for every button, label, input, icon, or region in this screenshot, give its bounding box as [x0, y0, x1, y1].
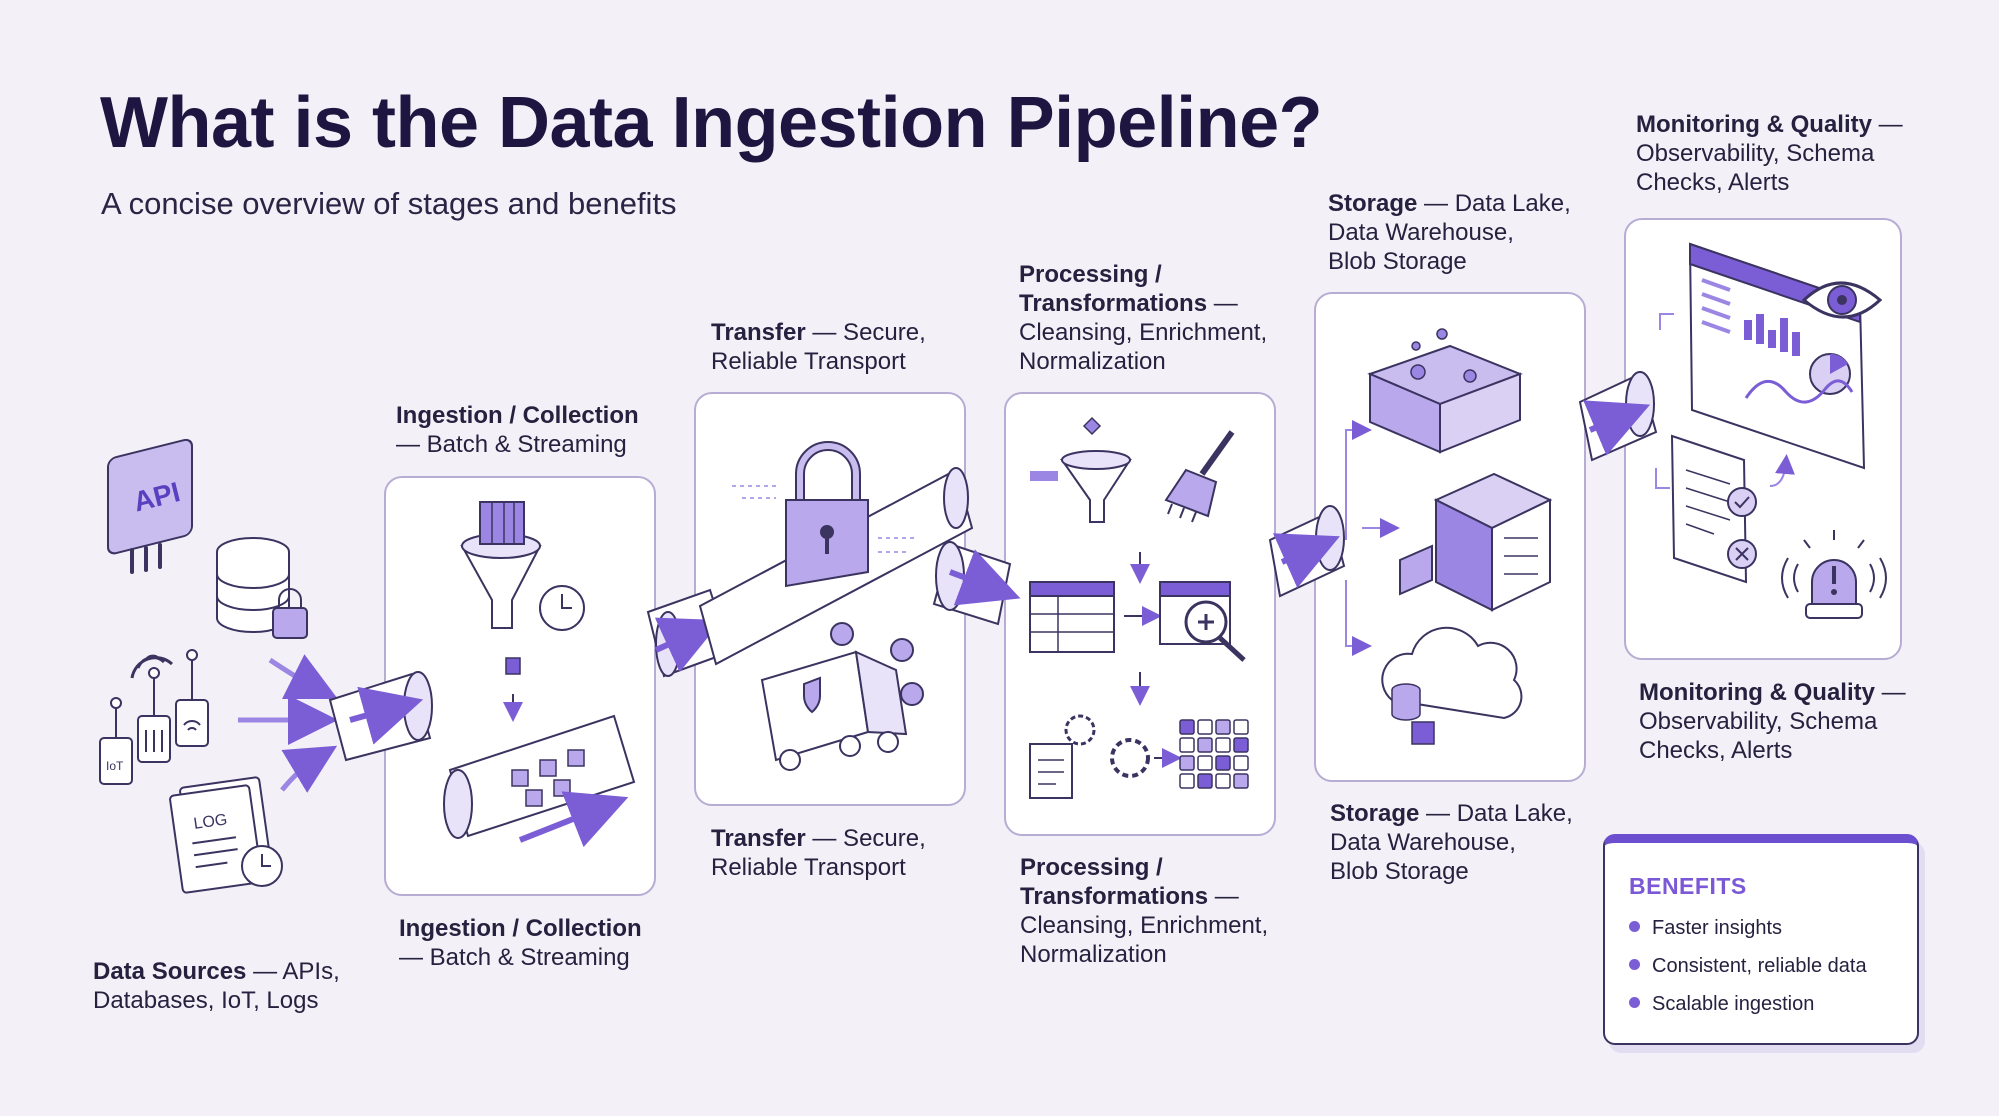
- alert-siren-icon: [1781, 530, 1887, 619]
- svg-text:LOG: LOG: [193, 811, 229, 833]
- sources-name: Data Sources: [93, 958, 247, 985]
- benefit-item: Consistent, reliable data: [1629, 955, 1867, 978]
- transfer-name-top: Transfer: [711, 319, 806, 346]
- funnel-icon: [460, 501, 585, 722]
- monitoring-desc-3-top: Checks, Alerts: [1636, 169, 1790, 196]
- transfer-name-bottom: Transfer: [711, 825, 806, 852]
- transfer-desc-1-bottom: — Secure,: [805, 825, 926, 852]
- benefit-label: Scalable ingestion: [1652, 993, 1815, 1015]
- table-grid-icon: [1029, 581, 1162, 653]
- pipe-storage-to-monitoring: [1578, 371, 1658, 462]
- monitoring-name-top: Monitoring & Quality: [1636, 111, 1872, 138]
- caption-transfer-bottom: Transfer — Secure, Reliable Transport: [711, 824, 926, 882]
- eye-icon: [1801, 281, 1883, 319]
- processing-name-1-top: Processing /: [1019, 261, 1162, 288]
- storage-desc-1-bottom: — Data Lake,: [1419, 800, 1573, 827]
- inlet-pipe: [328, 671, 433, 762]
- storage-desc-2-top: Data Warehouse,: [1328, 219, 1514, 246]
- api-icon: API: [107, 438, 193, 574]
- processing-desc-2-bottom: Cleansing, Enrichment,: [1020, 912, 1269, 939]
- storage-name-top: Storage: [1328, 190, 1418, 217]
- checklist-report-icon: [1655, 313, 1786, 584]
- padlock-icon: [732, 441, 918, 588]
- storage-desc-2-bottom: Data Warehouse,: [1330, 829, 1516, 856]
- storage-desc-3-top: Blob Storage: [1328, 248, 1467, 275]
- processing-desc-3-top: Normalization: [1019, 348, 1166, 375]
- broom-icon: [1164, 430, 1235, 523]
- processing-desc-2-top: Cleansing, Enrichment,: [1019, 319, 1268, 346]
- source-arrows: [238, 654, 338, 793]
- processing-name-1-bottom: Processing /: [1020, 854, 1163, 881]
- data-grid-icon: [1179, 719, 1249, 789]
- benefit-item: Faster insights: [1629, 917, 1782, 940]
- database-lock-icon: [216, 537, 308, 639]
- benefits-title: BENEFITS: [1629, 873, 1747, 899]
- caption-transfer-top: Transfer — Secure, Reliable Transport: [711, 318, 926, 376]
- sources-desc-2: Databases, IoT, Logs: [93, 987, 319, 1014]
- data-lake-icon: [1367, 328, 1523, 454]
- caption-ingestion-bottom: Ingestion / Collection — Batch & Streami…: [399, 914, 642, 972]
- caption-storage-bottom: Storage — Data Lake, Data Warehouse, Blo…: [1330, 799, 1573, 886]
- transfer-desc-1-top: — Secure,: [805, 319, 926, 346]
- processing-name-2-bottom: Transformations: [1020, 883, 1209, 910]
- caption-processing-top: Processing / Transformations — Cleansing…: [1019, 260, 1267, 376]
- processing-desc-1-top: —: [1207, 290, 1238, 317]
- benefit-item: Scalable ingestion: [1629, 993, 1814, 1016]
- pipe-processing-to-storage: [1268, 505, 1346, 598]
- caption-storage-top: Storage — Data Lake, Data Warehouse, Blo…: [1328, 189, 1571, 276]
- sources-desc-1: — APIs,: [246, 958, 340, 985]
- caption-monitoring-bottom: Monitoring & Quality — Observability, Sc…: [1639, 678, 1906, 765]
- dashboard-window-icon: [1688, 242, 1866, 470]
- log-file-icon: LOG: [169, 776, 283, 894]
- transfer-desc-2-top: Reliable Transport: [711, 348, 906, 375]
- ingestion-name-top: Ingestion / Collection: [396, 402, 639, 429]
- storage-name-bottom: Storage: [1330, 800, 1420, 827]
- filter-funnel-icon: [1030, 416, 1132, 523]
- monitoring-desc-3-bottom: Checks, Alerts: [1639, 737, 1793, 764]
- monitoring-desc-1-bottom: —: [1874, 679, 1906, 706]
- monitoring-desc-1-top: —: [1871, 111, 1903, 138]
- delivery-truck-icon: [760, 622, 924, 771]
- magnify-table-icon: [1159, 581, 1246, 662]
- page-title: What is the Data Ingestion Pipeline?: [100, 83, 1323, 163]
- caption-ingestion-top: Ingestion / Collection — Batch & Streami…: [396, 401, 639, 459]
- caption-monitoring-top: Monitoring & Quality — Observability, Sc…: [1636, 110, 1903, 197]
- processing-desc-3-bottom: Normalization: [1020, 941, 1167, 968]
- monitoring-desc-2-bottom: Observability, Schema: [1639, 708, 1878, 735]
- storage-desc-3-bottom: Blob Storage: [1330, 858, 1469, 885]
- ingestion-desc-top: — Batch & Streaming: [396, 431, 627, 458]
- monitoring-name-bottom: Monitoring & Quality: [1639, 679, 1875, 706]
- benefits-card: BENEFITS Faster insights Consistent, rel…: [1603, 834, 1919, 1045]
- streaming-tube-icon: [443, 714, 636, 848]
- bullet-icon: [1629, 997, 1640, 1009]
- bullet-icon: [1629, 959, 1640, 971]
- benefit-label: Faster insights: [1652, 917, 1783, 939]
- caption-processing-bottom: Processing / Transformations — Cleansing…: [1020, 853, 1268, 969]
- iot-devices-icon: IoT: [99, 649, 209, 785]
- pipe-transfer-to-processing: [932, 541, 1021, 626]
- processing-desc-1-bottom: —: [1208, 883, 1239, 910]
- caption-sources: Data Sources — APIs, Databases, IoT, Log…: [93, 957, 340, 1015]
- storage-branch-arrows: [1345, 420, 1400, 656]
- transfer-desc-2-bottom: Reliable Transport: [711, 854, 906, 881]
- ingestion-desc-bottom: — Batch & Streaming: [399, 944, 630, 971]
- monitoring-desc-2-top: Observability, Schema: [1636, 140, 1875, 167]
- cloud-storage-icon: [1381, 626, 1523, 745]
- benefit-label: Consistent, reliable data: [1652, 955, 1867, 977]
- document-gear-icon: [1029, 714, 1182, 799]
- bullet-icon: [1629, 921, 1640, 933]
- data-warehouse-icon: [1399, 472, 1553, 612]
- page-subtitle: A concise overview of stages and benefit…: [101, 186, 677, 221]
- svg-text:IoT: IoT: [106, 759, 124, 773]
- storage-desc-1-top: — Data Lake,: [1417, 190, 1571, 217]
- processing-name-2-top: Transformations: [1019, 290, 1208, 317]
- ingestion-name-bottom: Ingestion / Collection: [399, 915, 642, 942]
